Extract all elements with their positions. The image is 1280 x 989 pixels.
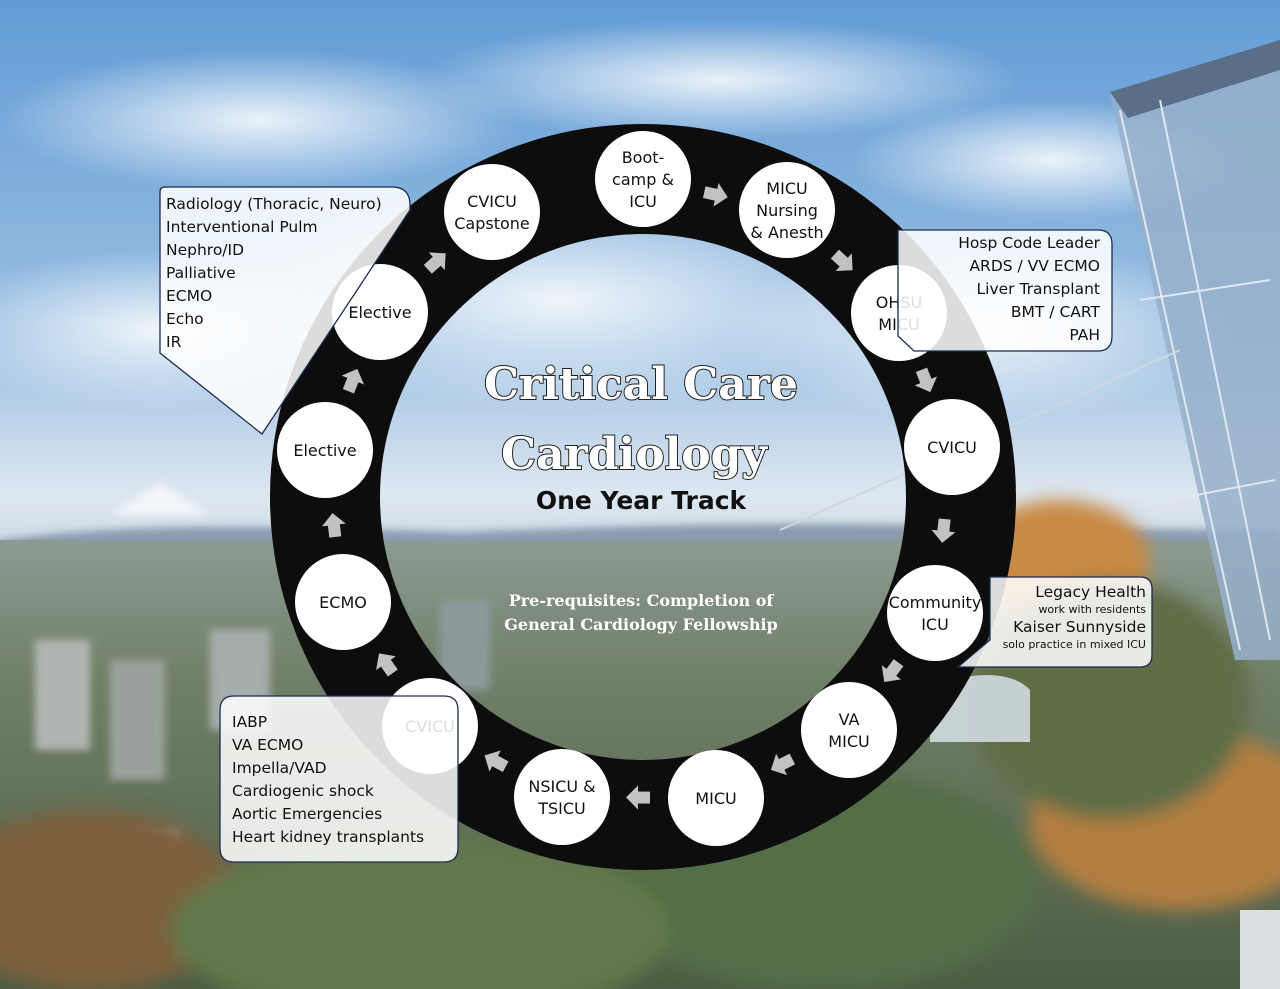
electives-list: Radiology (Thoracic, Neuro) Interventiona… [166, 193, 406, 354]
rotation-node-label: CVICU [467, 192, 517, 211]
flow-arrow [341, 368, 365, 394]
rotation-node-label: MICU [766, 179, 807, 198]
community-site: Kaiser Sunnyside [1013, 618, 1146, 636]
callout-item: PAH [1069, 326, 1100, 344]
rotation-node-circle [887, 565, 983, 661]
community-site-note: work with residents [1038, 603, 1146, 616]
flow-arrow [423, 252, 446, 274]
rotation-node-label: Nursing [756, 201, 818, 220]
callout-item: ARDS / VV ECMO [969, 257, 1100, 275]
rotation-node-bootcamp: Boot-camp & ICU [595, 131, 691, 227]
rotation-node-label: MICU [695, 789, 736, 808]
flow-arrow [914, 367, 938, 393]
callout-item: Radiology (Thoracic, Neuro) [166, 195, 382, 213]
callout-item: IR [166, 333, 182, 351]
community-callout-bubble [956, 576, 1153, 668]
subtitle: One Year Track [536, 486, 748, 515]
callout-item: Cardiogenic shock [232, 782, 374, 800]
prerequisites-line-2: General Cardiology Fellowship [504, 615, 778, 634]
electives-callout-bubble [159, 186, 411, 435]
rotation-node-label: ICU [921, 615, 949, 634]
flow-arrow [321, 513, 346, 538]
community-site: Legacy Health [1035, 583, 1146, 601]
callout-item: Palliative [166, 264, 236, 282]
rotation-node-circle [904, 399, 1000, 495]
rotation-node-elective-1: Elective [277, 402, 373, 498]
rotation-node-circle [277, 402, 373, 498]
community-site-note: solo practice in mixed ICU [1002, 638, 1146, 651]
flow-arrow [830, 249, 853, 272]
callout-item: Echo [166, 310, 204, 328]
callout-bubbles [159, 186, 1153, 863]
rotation-node-circle [295, 554, 391, 650]
prerequisites-line-1: Pre-requisites: Completion of [509, 591, 775, 610]
rotation-node-label: Boot- [622, 148, 665, 167]
electives-callout: Radiology (Thoracic, Neuro) Interventiona… [160, 191, 406, 354]
callout-item: BMT / CART [1010, 303, 1100, 321]
callout-item: IABP [232, 713, 268, 731]
rotation-node-label: ICU [629, 192, 657, 211]
rotation-node-circle [595, 131, 691, 227]
callout-item: Aortic Emergencies [232, 805, 383, 823]
rotation-node-label: Elective [293, 441, 356, 460]
rotation-node-cvicu-capstone: CVICU Capstone [444, 164, 540, 260]
rotation-node-label: MICU [828, 732, 869, 751]
rotation-node-label: Elective [348, 303, 411, 322]
rotation-node-circle [444, 164, 540, 260]
flow-arrow [881, 659, 904, 682]
rotation-node-label: Capstone [454, 214, 530, 233]
flow-arrow [484, 750, 509, 772]
rotation-node-label: ECMO [319, 593, 367, 612]
rotation-node-label: NSICU & [528, 777, 595, 796]
callout-item: Liver Transplant [976, 280, 1100, 298]
callout-item: Interventional Pulm [166, 218, 318, 236]
rotation-node-cvicu-1: CVICU [904, 399, 1000, 495]
rotation-node-circle [739, 162, 835, 258]
rotation-node-nsicu-tsicu: NSICU & TSICU [514, 749, 610, 845]
micu-callout-bubble [897, 229, 1113, 352]
cvicu-callout-bubble [219, 695, 459, 863]
rotation-node-label: Community [889, 593, 982, 612]
rotation-node-circle [801, 682, 897, 778]
title-line-2: Cardiology [501, 429, 768, 480]
rotation-node-micu-nursing: MICU Nursing & Anesth [739, 162, 835, 258]
title-line-1: Critical Care [484, 359, 798, 410]
flow-arrow [931, 518, 956, 543]
rotation-node-micu: MICU [668, 750, 764, 846]
rotation-node-ecmo: ECMO [295, 554, 391, 650]
flow-arrow [376, 653, 398, 677]
flow-arrow [770, 753, 796, 776]
flow-arrow [626, 785, 651, 810]
callout-item: Hosp Code Leader [958, 234, 1100, 252]
rotation-node-circle [668, 750, 764, 846]
rotation-node-label: CVICU [927, 438, 977, 457]
callout-item: ECMO [166, 287, 213, 305]
callout-item: Heart kidney transplants [232, 828, 425, 846]
rotation-node-label: camp & [612, 170, 674, 189]
rotation-node-label: TSICU [537, 799, 586, 818]
flow-arrow [702, 182, 728, 207]
callout-item: Nephro/ID [166, 241, 245, 259]
flow-arrows [321, 182, 956, 810]
rotation-node-va-micu: VA MICU [801, 682, 897, 778]
rotation-node-circle [514, 749, 610, 845]
rotation-node-label: & Anesth [750, 223, 823, 242]
callout-item: VA ECMO [232, 736, 304, 754]
rotation-node-label: VA [839, 710, 860, 729]
callout-item: Impella/VAD [232, 759, 327, 777]
